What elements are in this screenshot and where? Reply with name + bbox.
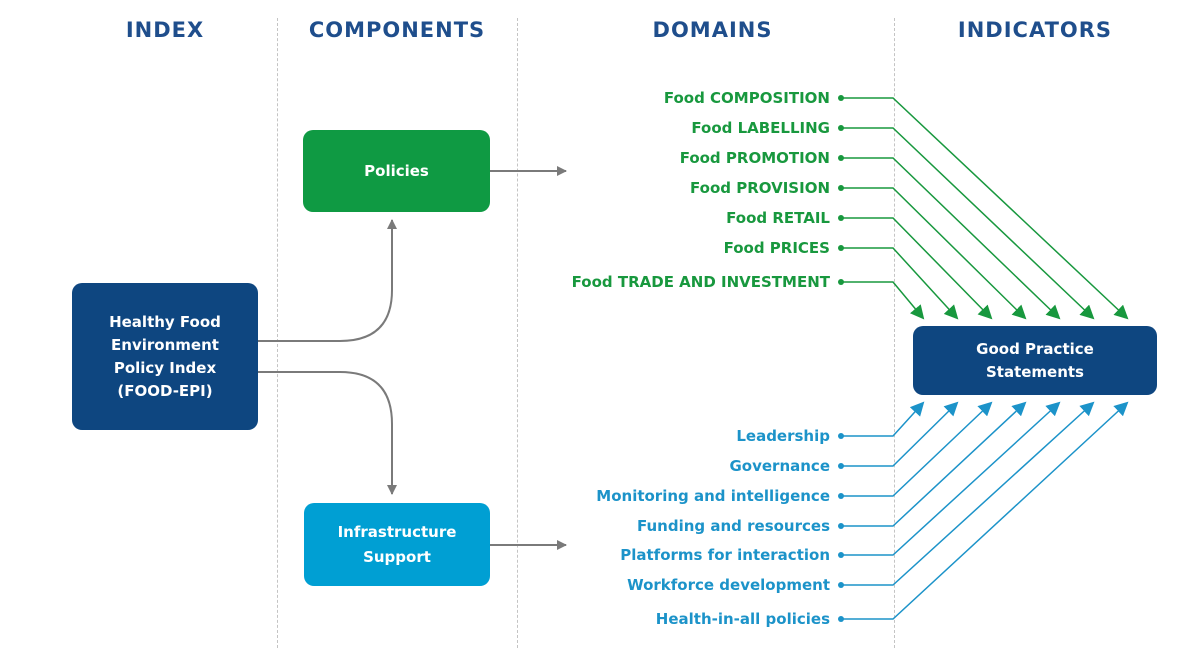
arrow-index-to-policies	[258, 219, 397, 342]
column-divider	[517, 18, 518, 648]
index-box-label: Healthy Food Environment Policy Index (F…	[109, 312, 221, 400]
good-practice-statements-label: Good Practice Statements	[976, 339, 1094, 381]
domain-label-funding-and-resources: Funding and resources	[636, 517, 830, 535]
policy-domain-connector	[841, 281, 925, 320]
domain-label-platforms-for-interaction: Platforms for interaction	[620, 546, 830, 564]
infrastructure-domain-connector	[841, 401, 993, 497]
infrastructure-domain-connector	[841, 401, 925, 437]
policy-domain-connector	[841, 97, 1129, 320]
policy-domain-connector	[841, 187, 1027, 320]
infrastructure-domain-connector	[841, 401, 959, 467]
domain-label-food-retail: Food RETAIL	[726, 209, 830, 227]
column-divider	[894, 18, 895, 648]
index-box: Healthy Food Environment Policy Index (F…	[72, 283, 258, 430]
column-title-index: INDEX	[125, 18, 205, 42]
arrow-index-to-infrastructure	[258, 371, 397, 495]
domain-label-food-labelling: Food LABELLING	[691, 119, 830, 137]
good-practice-statements-box: Good Practice Statements	[913, 326, 1157, 395]
domain-label-food-composition: Food COMPOSITION	[663, 89, 830, 107]
infrastructure-domain-connector	[841, 401, 1027, 527]
domain-label-food-trade-and-investment: Food TRADE AND INVESTMENT	[571, 273, 830, 291]
column-divider	[277, 18, 278, 648]
column-title-components: COMPONENTS	[308, 18, 486, 42]
domain-label-food-promotion: Food PROMOTION	[679, 149, 830, 167]
infrastructure-domain-connector	[841, 401, 1095, 586]
domain-label-food-prices: Food PRICES	[723, 239, 830, 257]
domain-label-leadership: Leadership	[736, 427, 830, 445]
infrastructure-label: Infrastructure Support	[337, 522, 457, 566]
infrastructure-domain-connector	[841, 401, 1129, 620]
infrastructure-domain-connectors	[838, 401, 1129, 622]
domain-label-governance: Governance	[729, 457, 830, 475]
policy-domain-connector	[841, 217, 993, 320]
column-title-domains: DOMAINS	[652, 18, 773, 42]
domain-label-workforce-development: Workforce development	[627, 576, 830, 594]
policies-component-box: Policies	[303, 130, 490, 212]
policy-domain-connectors	[838, 95, 1129, 320]
policy-domain-connector	[841, 157, 1061, 320]
policy-domain-connector	[841, 127, 1095, 320]
policies-label: Policies	[364, 162, 429, 180]
infrastructure-component-box: Infrastructure Support	[304, 503, 490, 586]
policy-domain-connector	[841, 247, 959, 320]
infrastructure-domain-connector	[841, 401, 1061, 556]
domain-label-health-in-all-policies: Health-in-all policies	[655, 610, 830, 628]
domain-label-monitoring-and-intelligence: Monitoring and intelligence	[596, 487, 830, 505]
column-title-indicators: INDICATORS	[957, 18, 1113, 42]
domain-label-food-provision: Food PROVISION	[690, 179, 830, 197]
